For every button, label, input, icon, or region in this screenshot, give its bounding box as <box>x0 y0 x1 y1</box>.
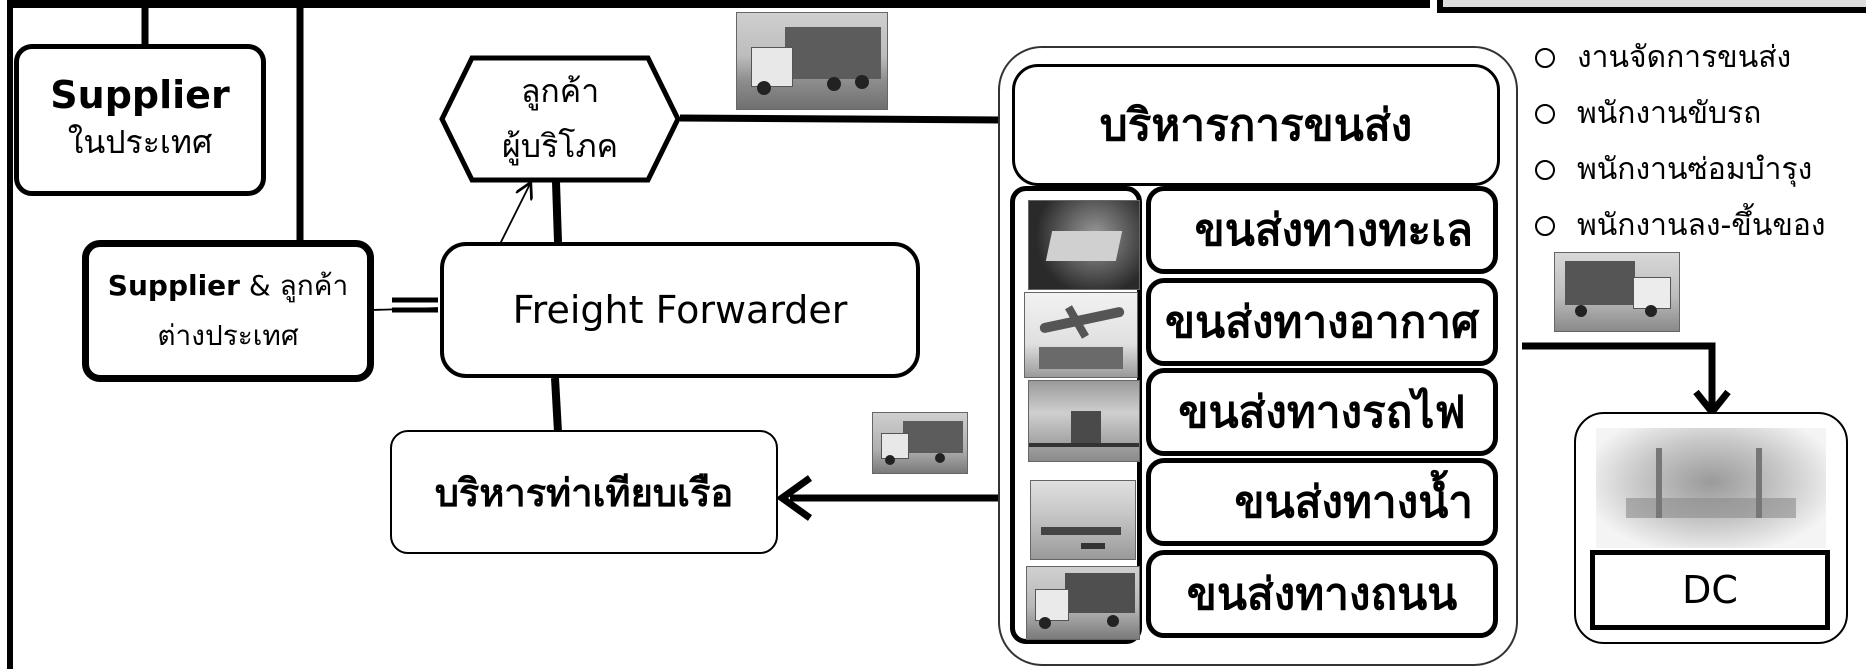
bullet-icon <box>1535 215 1555 236</box>
ship-icon <box>1028 200 1140 290</box>
truck-photo-small <box>872 412 968 474</box>
bullet-icon <box>1535 159 1555 180</box>
transport-mode-air: ขนส่งทางอากาศ <box>1146 278 1498 366</box>
supplier-foreign-bold: Supplier <box>107 269 240 302</box>
staff-item-transport-management: งานจัดการขนส่ง <box>1535 34 1791 81</box>
transport-mode-sea: ขนส่งทางทะเล <box>1146 186 1498 274</box>
transport-mode-road-label: ขนส่งทางถนน <box>1186 569 1458 620</box>
supplier-domestic-node: Supplier ในประเทศ <box>14 44 266 196</box>
staff-item-driver: พนักงานขับรถ <box>1535 90 1761 137</box>
dc-label-box: DC <box>1590 550 1830 630</box>
consumer-hexagon-shape <box>439 55 681 183</box>
freight-forwarder-label: Freight Forwarder <box>512 288 848 332</box>
truck-photo-top <box>736 12 888 110</box>
supplier-foreign-rest: & ลูกค้า <box>239 269 349 302</box>
consumer-line2: ผู้บริโภค <box>502 127 618 165</box>
consumer-line1: ลูกค้า <box>520 72 600 110</box>
transport-management-label: บริหารการขนส่ง <box>1099 100 1413 151</box>
staff-item-label: พนักงานลง-ขึ้นของ <box>1577 208 1826 243</box>
transport-mode-road: ขนส่งทางถนน <box>1146 550 1498 638</box>
supplier-domestic-title: Supplier <box>50 72 230 117</box>
boat-icon <box>1030 480 1136 560</box>
consumer-node: ลูกค้า ผู้บริโภค <box>438 58 682 180</box>
port-management-label: บริหารท่าเทียบเรือ <box>434 470 734 515</box>
transport-mode-water-label: ขนส่งทางน้ำ <box>1234 477 1473 528</box>
airplane-icon <box>1024 292 1138 378</box>
supplier-foreign-line1: Supplier & ลูกค้า <box>108 264 348 308</box>
port-management-node: บริหารท่าเทียบเรือ <box>390 430 778 554</box>
truck-photo-right <box>1554 252 1680 332</box>
dc-label: DC <box>1682 568 1738 612</box>
bullet-icon <box>1535 103 1555 124</box>
train-icon <box>1028 380 1140 462</box>
supplier-foreign-line2: ต่างประเทศ <box>157 319 299 352</box>
staff-item-label: พนักงานซ่อมบำรุง <box>1577 152 1813 187</box>
warehouse-icon <box>1596 428 1826 548</box>
transport-mode-air-label: ขนส่งทางอากาศ <box>1164 297 1480 348</box>
staff-item-maintenance: พนักงานซ่อมบำรุง <box>1535 146 1812 193</box>
transport-management-header: บริหารการขนส่ง <box>1012 64 1500 186</box>
bullet-icon <box>1535 47 1555 68</box>
freight-forwarder-node: Freight Forwarder <box>440 242 920 378</box>
supplier-domestic-subtitle: ในประเทศ <box>67 122 213 161</box>
transport-mode-rail-label: ขนส่งทางรถไฟ <box>1178 387 1466 438</box>
staff-item-label: งานจัดการขนส่ง <box>1577 40 1792 75</box>
staff-item-label: พนักงานขับรถ <box>1577 96 1762 131</box>
transport-mode-sea-label: ขนส่งทางทะเล <box>1194 205 1473 256</box>
staff-item-loading: พนักงานลง-ขึ้นของ <box>1535 202 1826 249</box>
transport-mode-water: ขนส่งทางน้ำ <box>1146 458 1498 546</box>
supplier-foreign-node: Supplier & ลูกค้า ต่างประเทศ <box>82 240 374 382</box>
truck-icon <box>1026 566 1140 640</box>
transport-mode-rail: ขนส่งทางรถไฟ <box>1146 368 1498 456</box>
